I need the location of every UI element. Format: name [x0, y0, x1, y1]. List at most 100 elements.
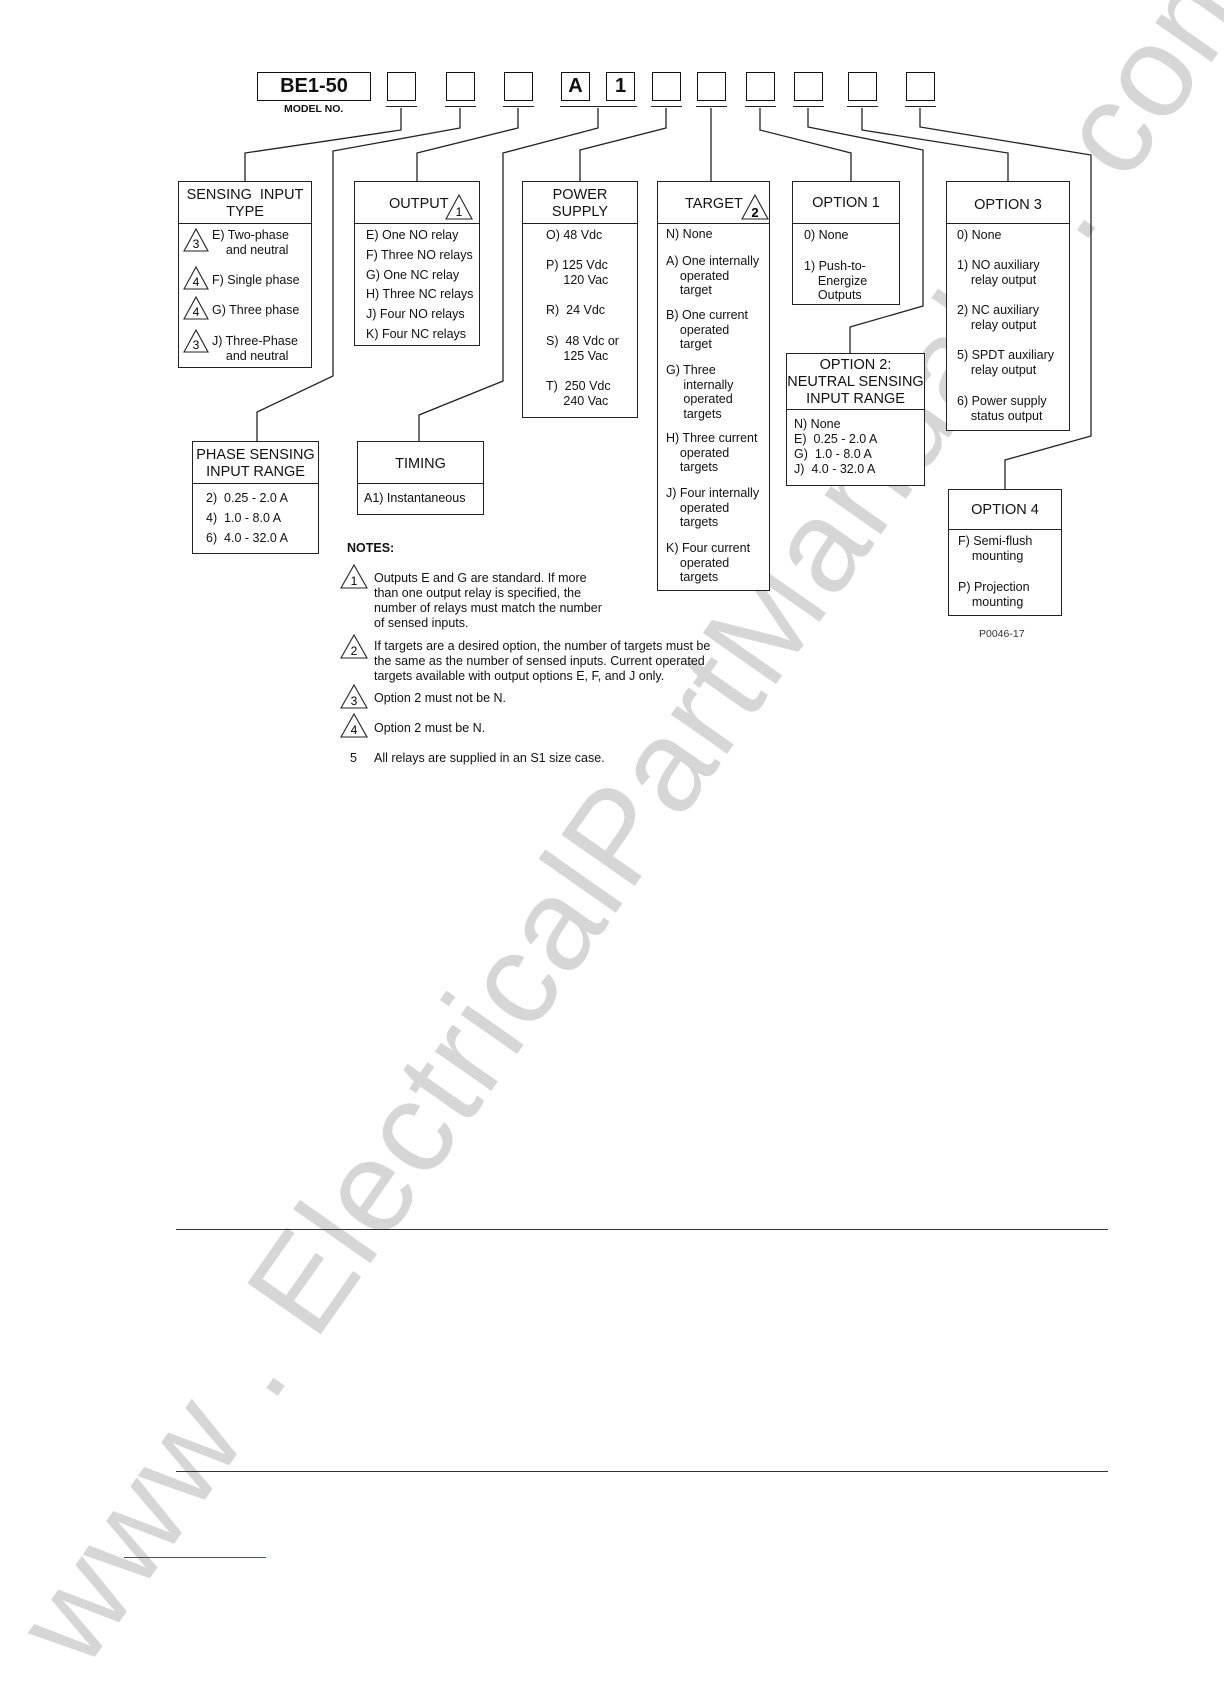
code-box-option4 [906, 72, 935, 101]
note-2-icon: 2 [340, 634, 368, 659]
code-a: A [568, 75, 583, 97]
tick [503, 106, 534, 107]
option3-item: 1) NO auxiliary relay output [957, 258, 1040, 287]
note-5-mark: 5 [350, 751, 357, 765]
footer-link-underline[interactable] [124, 1557, 266, 1558]
power-item: S) 48 Vdc or 125 Vac [546, 334, 619, 363]
timing-title: TIMING [358, 442, 483, 484]
timing-box: TIMING A1) Instantaneous [357, 441, 484, 515]
note-2-text: If targets are a desired option, the num… [374, 639, 711, 683]
code-box-timing-1: 1 [606, 72, 635, 101]
option4-item: P) Projection mounting [958, 580, 1030, 609]
target-item: K) Four current operated targets [666, 541, 751, 584]
target-title: TARGET [685, 196, 743, 212]
model-number: BE1-50 [280, 75, 348, 97]
svg-text:3: 3 [351, 694, 358, 708]
output-item: H) Three NC relays [366, 287, 474, 301]
note-1-text: Outputs E and G are standard. If more th… [374, 571, 602, 630]
note-4-icon: 4 [183, 296, 209, 320]
tick [696, 106, 727, 107]
note-3-icon: 3 [183, 228, 209, 252]
power-item: O) 48 Vdc [546, 228, 603, 242]
svg-text:3: 3 [193, 237, 200, 251]
output-item: F) Three NO relays [366, 248, 473, 262]
note-3-icon: 3 [183, 329, 209, 353]
top-rule [176, 1229, 1108, 1230]
option1-title: OPTION 1 [793, 182, 899, 224]
note-5-text: All relays are supplied in an S1 size ca… [374, 751, 605, 765]
bottom-rule [176, 1471, 1108, 1472]
code-box-option2 [794, 72, 823, 101]
sensing-input-item-e: E) Two-phase and neutral [212, 228, 289, 257]
power-supply-box: POWER SUPPLY O) 48 Vdc P) 125 Vdc 120 Va… [522, 181, 638, 418]
svg-text:4: 4 [351, 723, 358, 737]
option4-item: F) Semi-flush mounting [958, 534, 1033, 563]
sensing-input-item-g: G) Three phase [212, 303, 300, 317]
tick [793, 106, 824, 107]
option2-item: J) 4.0 - 32.0 A [794, 462, 876, 476]
option1-item: 0) None [804, 228, 849, 242]
note-1-icon: 1 [445, 194, 473, 220]
sensing-input-type-box: SENSING INPUT TYPE 3 E) Two-phase and ne… [178, 181, 312, 368]
svg-text:1: 1 [351, 574, 358, 588]
code-1: 1 [614, 75, 627, 97]
note-4-icon: 4 [183, 266, 209, 290]
sensing-input-item-j: J) Three-Phase and neutral [212, 334, 298, 363]
output-item: K) Four NC relays [366, 327, 467, 341]
tick [445, 106, 476, 107]
phase-sensing-item: 4) 1.0 - 8.0 A [206, 511, 282, 525]
phase-sensing-item: 2) 0.25 - 2.0 A [206, 491, 288, 505]
svg-text:4: 4 [193, 305, 200, 319]
option4-box: OPTION 4 F) Semi-flush mounting P) Proje… [948, 489, 1062, 616]
svg-text:4: 4 [193, 275, 200, 289]
option1-item: 1) Push-to- Energize Outputs [804, 259, 868, 302]
option3-item: 5) SPDT auxiliary relay output [957, 348, 1055, 377]
option2-box: OPTION 2: NEUTRAL SENSING INPUT RANGE N)… [786, 353, 925, 486]
svg-text:2: 2 [351, 644, 358, 658]
code-box-target [697, 72, 726, 101]
power-item: T) 250 Vdc 240 Vac [546, 379, 611, 408]
target-item: N) None [666, 227, 713, 241]
option1-box: OPTION 1 0) None 1) Push-to- Energize Ou… [792, 181, 900, 305]
note-4-text: Option 2 must be N. [374, 721, 486, 735]
code-box-option3 [848, 72, 877, 101]
power-item: P) 125 Vdc 120 Vac [546, 258, 609, 287]
phase-sensing-title: PHASE SENSING INPUT RANGE [193, 442, 318, 484]
output-box: OUTPUT 1 E) One NO relay F) Three NO rel… [354, 181, 480, 346]
phase-sensing-item: 6) 4.0 - 32.0 A [206, 531, 288, 545]
option3-item: 2) NC auxiliary relay output [957, 303, 1039, 332]
output-item: E) One NO relay [366, 228, 459, 242]
connector-lines [244, 108, 1092, 489]
option3-item: 6) Power supply status output [957, 394, 1047, 423]
figure-id: P0046-17 [979, 628, 1025, 640]
output-item: J) Four NO relays [366, 307, 465, 321]
svg-text:3: 3 [193, 338, 200, 352]
sensing-input-item-f: F) Single phase [212, 273, 300, 287]
option3-item: 0) None [957, 228, 1002, 242]
tick [386, 106, 417, 107]
output-item: G) One NC relay [366, 268, 460, 282]
target-box: TARGET 2 N) None A) One internally opera… [657, 181, 770, 591]
target-item: J) Four internally operated targets [666, 486, 760, 529]
model-caption: MODEL NO. [284, 103, 344, 115]
tick [560, 106, 637, 107]
power-item: R) 24 Vdc [546, 303, 606, 317]
tick [905, 106, 936, 107]
option2-item: E) 0.25 - 2.0 A [794, 432, 878, 446]
code-box-timing-a: A [561, 72, 590, 101]
output-title: OUTPUT [389, 196, 449, 212]
tick [745, 106, 776, 107]
option3-title: OPTION 3 [947, 182, 1069, 224]
phase-sensing-box: PHASE SENSING INPUT RANGE 2) 0.25 - 2.0 … [192, 441, 319, 554]
sensing-input-title: SENSING INPUT TYPE [179, 182, 311, 224]
svg-text:1: 1 [456, 205, 463, 219]
tick [651, 106, 682, 107]
target-item: H) Three current operated targets [666, 431, 758, 474]
code-box-output [504, 72, 533, 101]
target-item: A) One internally operated target [666, 254, 760, 297]
target-title-row: TARGET 2 [658, 182, 769, 224]
note-2-icon: 2 [741, 194, 769, 220]
output-title-row: OUTPUT 1 [355, 182, 479, 224]
option3-box: OPTION 3 0) None 1) NO auxiliary relay o… [946, 181, 1070, 431]
tick [847, 106, 878, 107]
